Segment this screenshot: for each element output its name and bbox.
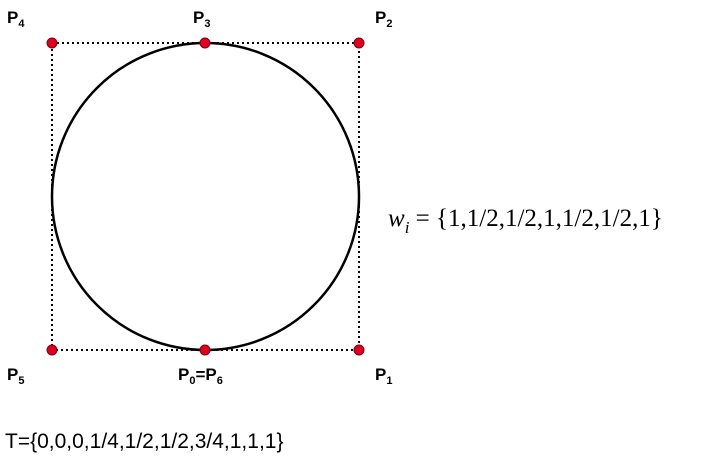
label-p3: P3 [193,8,210,30]
nurbs-circle-curve [50,41,361,352]
label-p0-p6: P0=P6 [178,365,223,387]
label-p2: P2 [375,8,392,30]
control-point-p3 [199,37,211,49]
label-p1: P1 [375,365,392,387]
control-point-p1 [353,344,365,356]
knot-vector: T={0,0,0,1/4,1/2,1/2,3/4,1,1,1} [5,430,283,453]
control-polygon [51,42,360,351]
label-p5: P5 [7,365,24,387]
control-point-p5 [46,344,58,356]
control-point-p2 [353,37,365,49]
weights-formula: wi = {1,1/2,1/2,1,1/2,1/2,1} [388,205,663,237]
label-p4: P4 [7,8,25,30]
control-point-p4 [46,37,58,49]
control-point-p0 [199,344,211,356]
